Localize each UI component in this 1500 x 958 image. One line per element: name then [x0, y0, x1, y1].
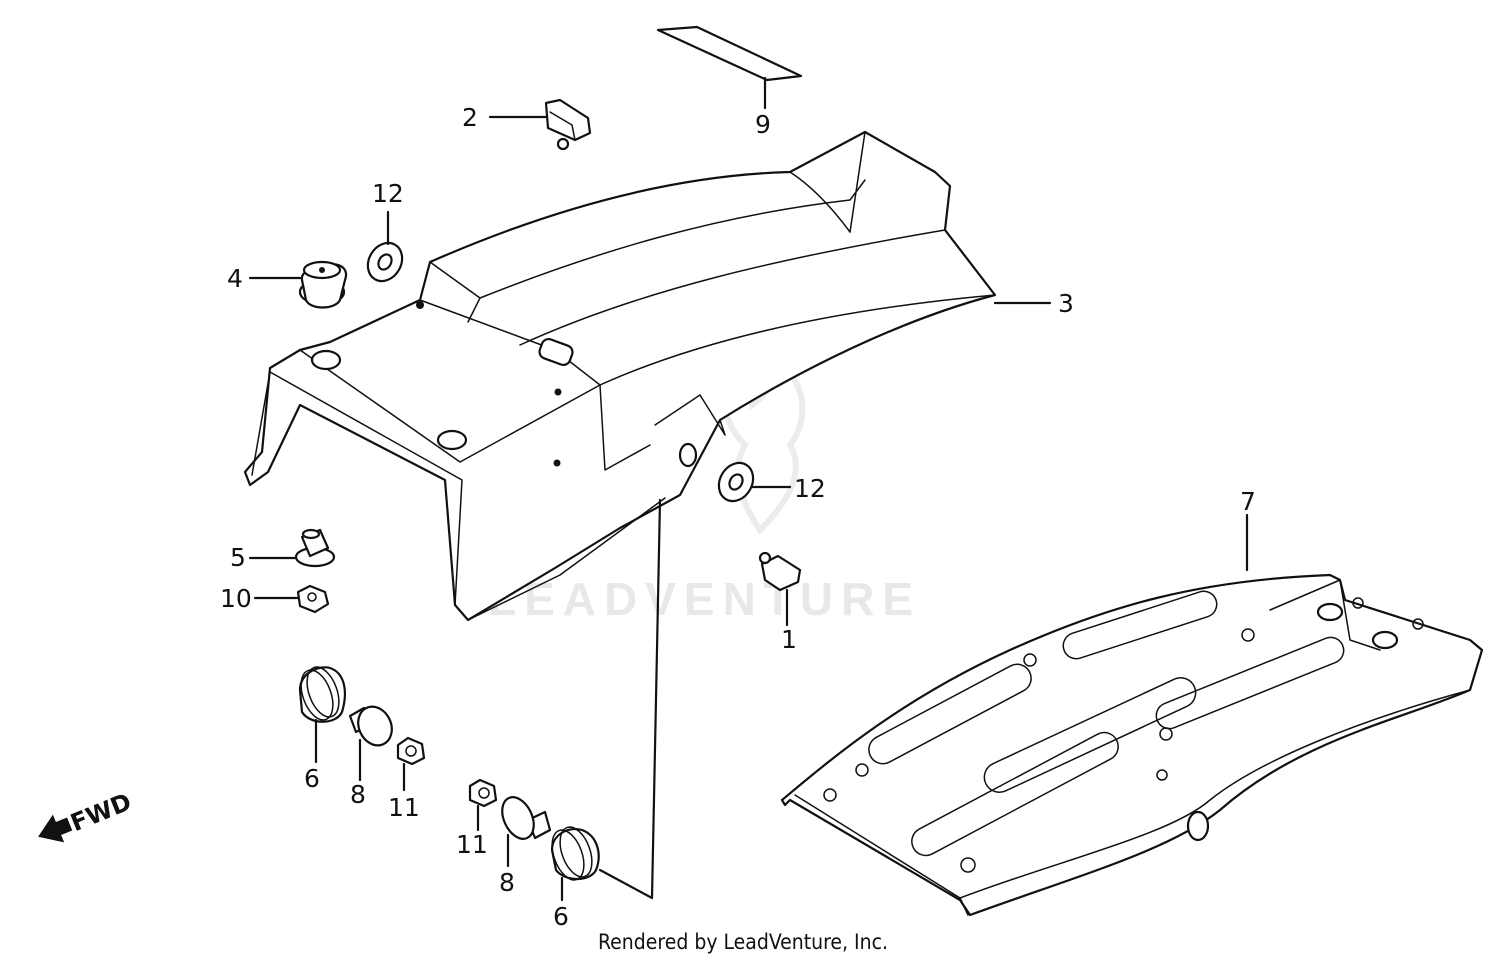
callout-9: 9: [755, 110, 771, 139]
callout-labels: 2 9 12 4 3 12 7 5 10 1 6 8 11 11 8 6: [220, 103, 1256, 931]
callout-5: 5: [230, 543, 246, 572]
callout-3: 3: [1058, 289, 1074, 318]
nut-part-10: [296, 584, 330, 614]
rear-fender-part-3: [243, 130, 997, 622]
callout-11-left: 11: [388, 793, 420, 822]
splash-guard-part-7: [780, 573, 1484, 917]
watermark-text: LEADVENTURE: [488, 573, 921, 625]
callout-8-right: 8: [499, 868, 515, 897]
callout-8-left: 8: [350, 780, 366, 809]
clip-part-1: [758, 551, 802, 592]
leader-lines: [248, 76, 1249, 902]
callout-10: 10: [220, 584, 252, 613]
fwd-arrow: FWD: [38, 788, 136, 843]
decal-part-9: [656, 25, 803, 82]
collar-part-8-left: [348, 705, 393, 747]
callout-6-right: 6: [553, 902, 569, 931]
callout-7: 7: [1240, 487, 1256, 516]
rubber-part-6-right: [550, 826, 600, 881]
collar-part-5: [294, 528, 336, 568]
clip-part-2: [544, 98, 592, 151]
rubber-part-6-left: [298, 666, 346, 723]
washer-part-12-top: [366, 241, 404, 283]
nut-part-11-left: [396, 736, 426, 766]
callout-12-bottom: 12: [794, 474, 826, 503]
callout-4: 4: [227, 264, 243, 293]
callout-12-top: 12: [372, 179, 404, 208]
nut-part-11-right: [468, 778, 498, 808]
callout-2: 2: [462, 103, 478, 132]
callout-1: 1: [781, 625, 797, 654]
watermark: LEADVENTURE: [488, 338, 921, 625]
fwd-label: FWD: [67, 788, 136, 837]
grommet-part-4: [298, 260, 348, 309]
footer-credit: Rendered by LeadVenture, Inc.: [598, 930, 888, 954]
callout-11-right: 11: [456, 830, 488, 859]
collar-part-8-right: [501, 796, 552, 840]
callout-6-left: 6: [304, 764, 320, 793]
washer-part-12-bottom: [717, 461, 755, 503]
